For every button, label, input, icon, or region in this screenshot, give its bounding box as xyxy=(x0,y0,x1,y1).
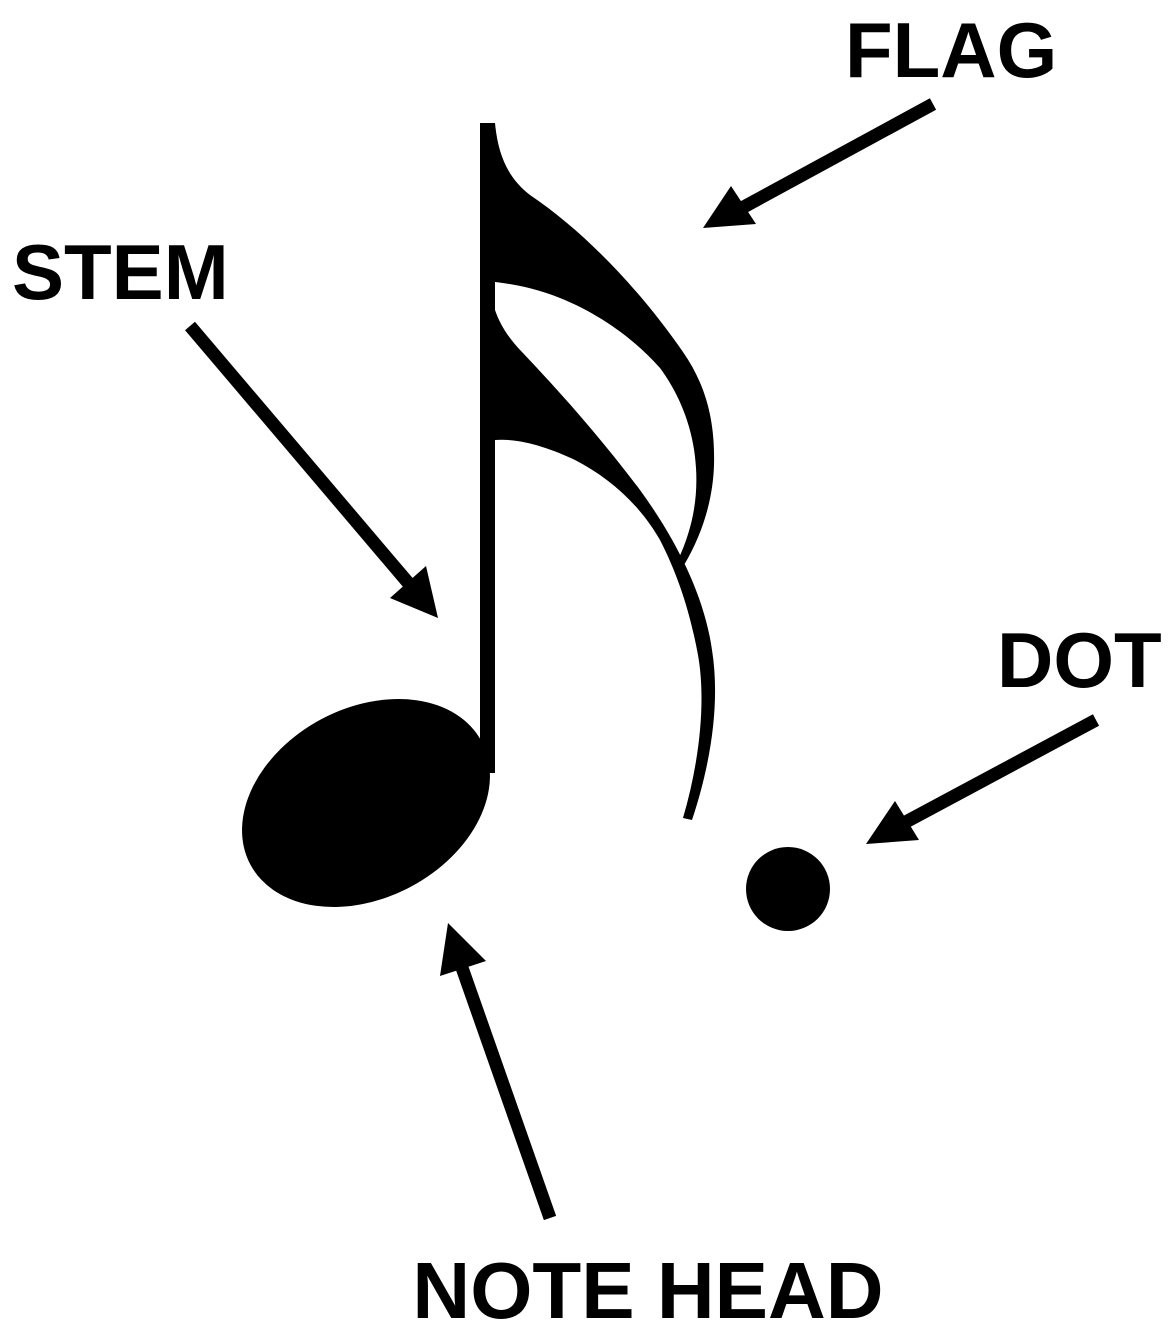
stem-label: STEM xyxy=(12,228,229,316)
augmentation-dot xyxy=(746,847,830,931)
note-stem xyxy=(480,123,495,773)
dot-label: DOT xyxy=(997,616,1162,704)
flag-label: FLAG xyxy=(845,6,1057,94)
note-head-label: NOTE HEAD xyxy=(412,1246,883,1328)
